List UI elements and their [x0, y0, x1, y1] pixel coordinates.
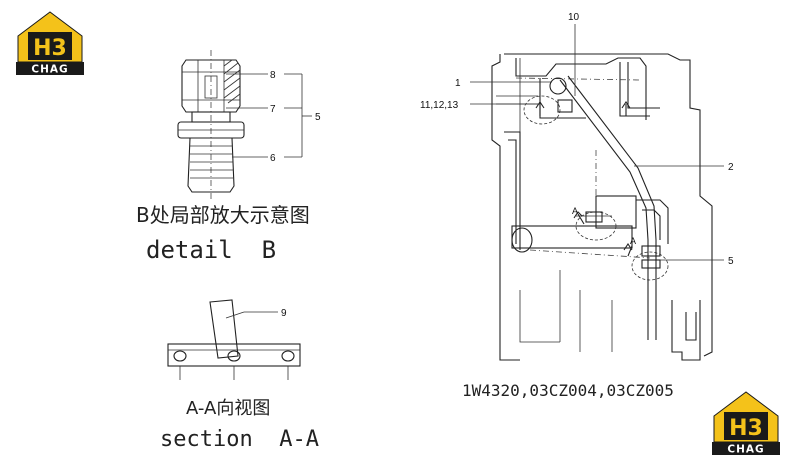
logo-bottom-right-chag: CHAG	[727, 444, 764, 456]
view-mark-a-left: A	[572, 206, 578, 216]
detail-b-leaders	[226, 73, 312, 158]
assembly-frame	[491, 53, 713, 361]
callout-10: 10	[568, 12, 580, 23]
logo-top-left-h3: H3	[33, 36, 67, 61]
logo-bottom-right: H3 CHAG	[710, 388, 782, 456]
part-numbers: 1W4320,03CZ004,03CZ005	[462, 381, 674, 400]
logo-top-left: H3 CHAG	[14, 8, 86, 76]
section-aa-caption-en: section A-A	[160, 427, 319, 452]
view-arrows	[535, 101, 633, 257]
callout-9: 9	[281, 308, 287, 319]
detail-b-caption-en: detail B	[146, 236, 276, 264]
view-mark-a-right: A	[630, 236, 636, 246]
section-aa-caption-cn: A-A向视图	[186, 398, 270, 419]
section-aa-view	[167, 299, 301, 380]
callout-11-12-13: 11,12,13	[420, 100, 459, 111]
callout-5: 5	[315, 112, 321, 123]
callout-1: 1	[455, 78, 461, 89]
pipe-assembly	[549, 75, 661, 340]
callout-5-assembly: 5	[728, 256, 734, 267]
callout-7: 7	[270, 104, 276, 115]
detail-b-caption-cn: B处局部放大示意图	[136, 203, 310, 227]
callout-8: 8	[270, 70, 276, 81]
callout-6: 6	[270, 153, 276, 164]
detail-b-fitting	[177, 50, 245, 200]
logo-bottom-right-h3: H3	[729, 416, 763, 441]
callout-2: 2	[728, 162, 734, 173]
logo-top-left-chag: CHAG	[31, 64, 68, 76]
assembly-leaders	[470, 24, 724, 261]
